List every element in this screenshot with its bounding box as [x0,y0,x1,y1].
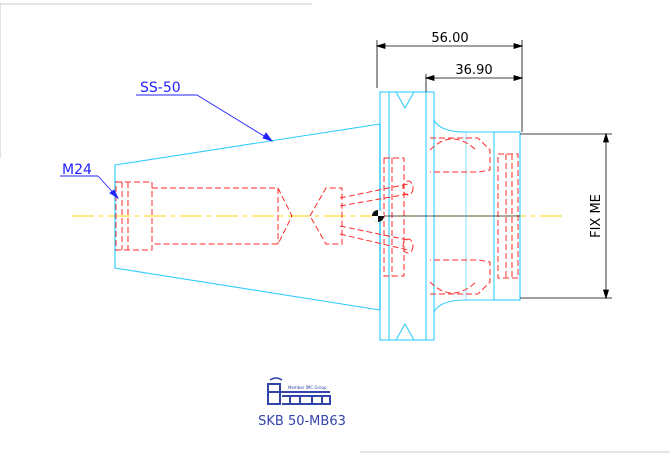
dim-overall-text: 56.00 [431,31,468,46]
thread-bore [115,181,153,251]
part-number: SKB 50-MB63 [258,414,346,429]
taper-body [114,123,381,311]
ss-label: SS-50 [140,80,181,96]
dimensions [375,40,612,300]
dim-inner-text: 36.90 [455,63,492,78]
hidden-features [115,137,519,295]
leaders [60,94,274,200]
thread-label: M24 [62,162,92,178]
fix-dimension-text: FIX ME [589,194,604,238]
sheet-border [0,3,670,453]
logo-tagline: Member IMC Group [288,385,327,390]
company-logo: Member IMC Group [267,377,331,405]
main-bore [152,187,293,245]
